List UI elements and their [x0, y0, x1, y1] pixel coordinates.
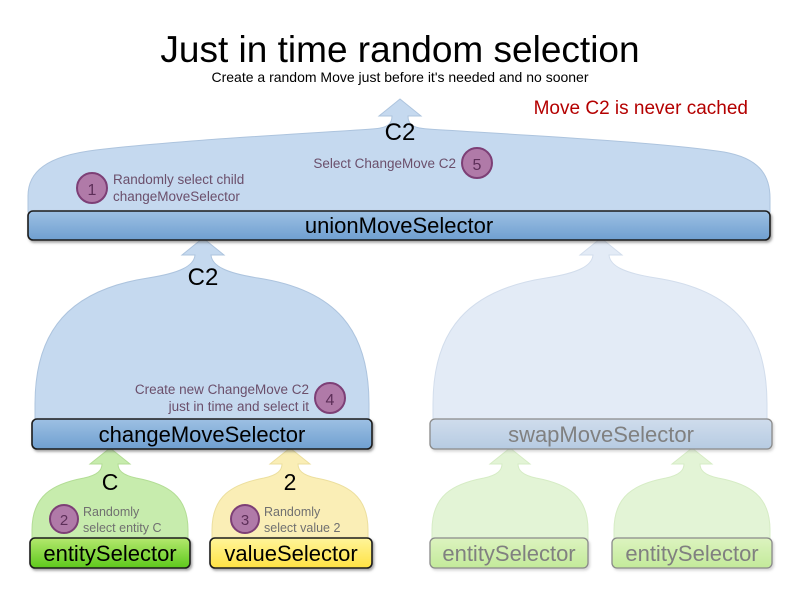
step-badge-2-number: 2 — [60, 512, 68, 529]
step-4-line-0: Create new ChangeMove C2 — [135, 382, 309, 397]
step-badge-4 — [314, 382, 346, 414]
flow-balloon-swap — [432, 237, 768, 421]
step-2: 2 Randomly select entity C — [49, 504, 162, 535]
node-swapMoveSelector[interactable]: swapMoveSelector — [429, 418, 773, 450]
step-3-line-0: Randomly — [264, 505, 321, 519]
step-badge-3-number: 3 — [241, 512, 249, 529]
step-badge-5-number: 5 — [473, 157, 482, 174]
node-changeMoveSelector[interactable]: changeMoveSelector — [31, 418, 373, 450]
flow-label-value-out: 2 — [284, 469, 297, 495]
step-3-line-1: select value 2 — [264, 521, 340, 535]
step-1-line-0: Randomly select child — [113, 172, 244, 187]
step-badge-1 — [76, 172, 108, 204]
node-label-changeMoveSelector: changeMoveSelector — [99, 422, 306, 447]
step-1-line-1: changeMoveSelector — [113, 189, 240, 204]
flow-balloon-entity-swap-left — [431, 447, 589, 541]
flow-label-entity-out: C — [102, 469, 119, 495]
flow-balloon-union — [27, 98, 771, 213]
node-label-valueSelector-change: valueSelector — [224, 541, 357, 566]
step-badge-5 — [461, 147, 493, 179]
node-label-entitySelector-swap-right: entitySelector — [625, 541, 758, 566]
flow-label-change-out: C2 — [188, 264, 219, 291]
step-4-line-1: just in time and select it — [168, 399, 310, 414]
node-valueSelector-change[interactable]: valueSelector — [209, 537, 373, 569]
node-unionMoveSelector[interactable]: unionMoveSelector — [27, 210, 771, 241]
cache-note: Move C2 is never cached — [534, 98, 748, 119]
step-4: 4 Create new ChangeMove C2 just in time … — [135, 382, 346, 414]
page-subtitle: Create a random Move just before it's ne… — [211, 69, 588, 85]
step-5: 5 Select ChangeMove C2 — [313, 147, 493, 179]
step-badge-3 — [230, 504, 260, 534]
step-2-line-0: Randomly — [83, 505, 140, 519]
node-entitySelector-swap-left[interactable]: entitySelector — [429, 537, 589, 569]
node-label-unionMoveSelector: unionMoveSelector — [305, 213, 493, 238]
step-badge-1-number: 1 — [88, 182, 97, 199]
node-entitySelector-swap-right[interactable]: entitySelector — [611, 537, 773, 569]
node-label-swapMoveSelector: swapMoveSelector — [508, 422, 694, 447]
flow-balloon-entity-swap-right — [613, 447, 771, 541]
step-5-line-0: Select ChangeMove C2 — [313, 156, 456, 171]
node-label-entitySelector-swap-left: entitySelector — [442, 541, 575, 566]
step-badge-2 — [49, 504, 79, 534]
node-label-entitySelector-change: entitySelector — [43, 541, 176, 566]
step-3: 3 Randomly select value 2 — [230, 504, 340, 535]
flow-label-union-out: C2 — [385, 119, 416, 146]
flow-balloon-change — [34, 237, 370, 421]
step-2-line-1: select entity C — [83, 521, 162, 535]
node-entitySelector-change[interactable]: entitySelector — [29, 537, 191, 569]
page-title: Just in time random selection — [160, 29, 639, 70]
step-1: 1 Randomly select child changeMoveSelect… — [76, 172, 244, 204]
step-badge-4-number: 4 — [326, 392, 335, 409]
